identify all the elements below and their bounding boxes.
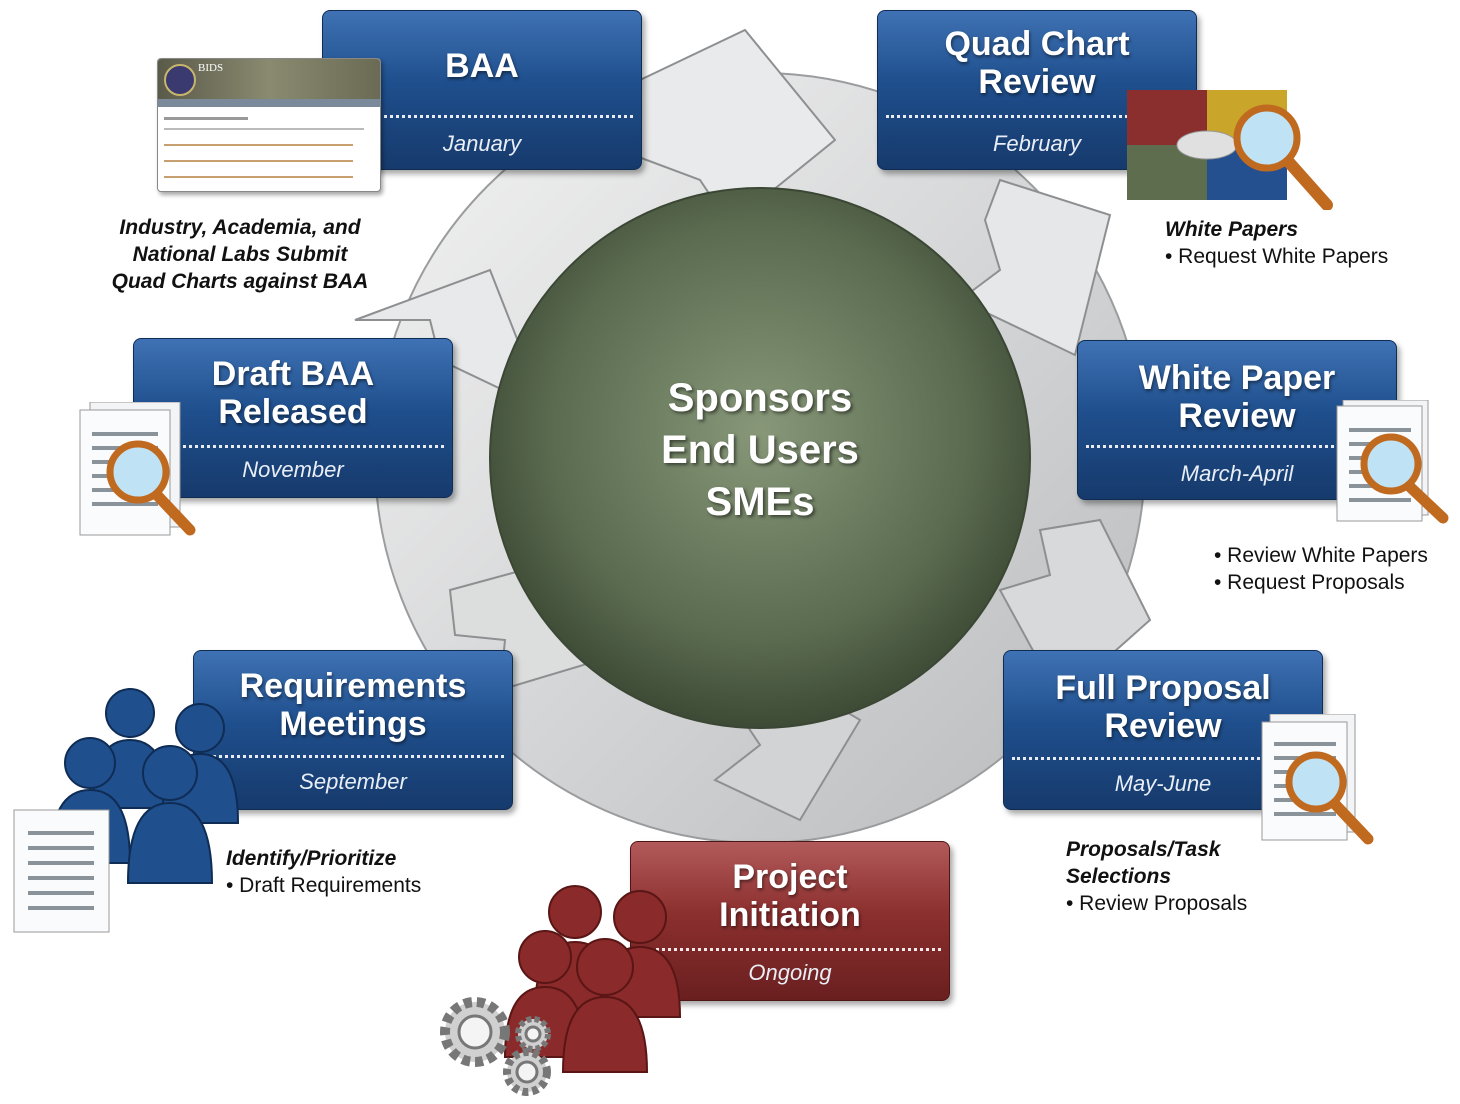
document-magnifier-icon <box>79 402 196 536</box>
stage-period: March-April <box>1180 461 1294 486</box>
note-baa: Industry, Academia, and National Labs Su… <box>90 214 390 295</box>
note-baa-line: Industry, Academia, and <box>119 216 361 239</box>
bids-logo-text: BIDS <box>198 62 224 74</box>
stage-period: May-June <box>1114 771 1212 796</box>
document-magnifier-icon <box>1336 400 1449 524</box>
team-document-icon <box>13 688 240 933</box>
center-line-sponsors: Sponsors <box>667 376 853 420</box>
note-white-paper-bullet: • Request Proposals <box>1214 571 1405 594</box>
stage-title: BAA <box>445 47 519 85</box>
center-line-smes: SMEs <box>705 480 815 524</box>
center-line-end-users: End Users <box>661 428 859 472</box>
stage-project-initiation: Project Initiation Ongoing <box>630 841 950 1001</box>
note-baa-line: Quad Charts against BAA <box>111 270 369 293</box>
center-label: Sponsors End Users SMEs <box>560 372 960 528</box>
stage-separator <box>1012 757 1314 760</box>
seal-icon <box>164 64 196 96</box>
stage-title: White Paper Review <box>1138 359 1336 435</box>
bids-header-bar: BIDS <box>158 59 380 99</box>
note-full-proposal-bullet: • Review Proposals <box>1066 892 1248 915</box>
bids-nav-bar <box>158 99 380 107</box>
stage-draft-baa-released: Draft BAA Released November <box>133 338 453 498</box>
stage-title: Project Initiation <box>719 858 861 934</box>
stage-separator <box>331 115 633 118</box>
stage-separator <box>1086 445 1388 448</box>
stage-period: Ongoing <box>748 960 832 985</box>
center-circle <box>489 187 1031 729</box>
note-full-proposal: Proposals/Task Selections • Review Propo… <box>1066 836 1326 917</box>
stage-period: September <box>299 769 407 794</box>
note-quad: White Papers • Request White Papers <box>1165 216 1445 270</box>
stage-title: Full Proposal Review <box>1055 669 1271 745</box>
stage-separator <box>886 115 1188 118</box>
team-gears-icon <box>440 885 682 1096</box>
note-white-paper-bullet: • Review White Papers <box>1214 544 1428 567</box>
note-requirements-bullet: • Draft Requirements <box>226 874 422 897</box>
bids-website-thumbnail: BIDS <box>157 58 381 192</box>
note-white-paper: • Review White Papers • Request Proposal… <box>1214 542 1454 596</box>
document-magnifier-icon <box>1261 714 1374 845</box>
note-full-proposal-heading: Proposals/Task <box>1066 838 1221 861</box>
stage-period: November <box>242 457 344 482</box>
stage-period: January <box>442 131 522 156</box>
stage-title: Draft BAA Released <box>211 355 375 431</box>
quad-chart-magnifier-icon <box>1127 90 1333 210</box>
stage-separator <box>639 948 941 951</box>
note-baa-line: National Labs Submit <box>132 243 348 266</box>
note-requirements-heading: Identify/Prioritize <box>226 847 397 870</box>
stage-period: February <box>992 131 1082 156</box>
bids-content-lines <box>158 107 380 191</box>
note-requirements: Identify/Prioritize • Draft Requirements <box>226 845 466 899</box>
stage-title: Quad Chart Review <box>944 25 1130 101</box>
note-quad-heading: White Papers <box>1165 218 1299 241</box>
note-full-proposal-heading: Selections <box>1066 865 1172 888</box>
stage-separator <box>142 445 444 448</box>
stage-separator <box>202 755 504 758</box>
note-quad-bullet: • Request White Papers <box>1165 245 1389 268</box>
stage-title: Requirements Meetings <box>239 667 467 743</box>
